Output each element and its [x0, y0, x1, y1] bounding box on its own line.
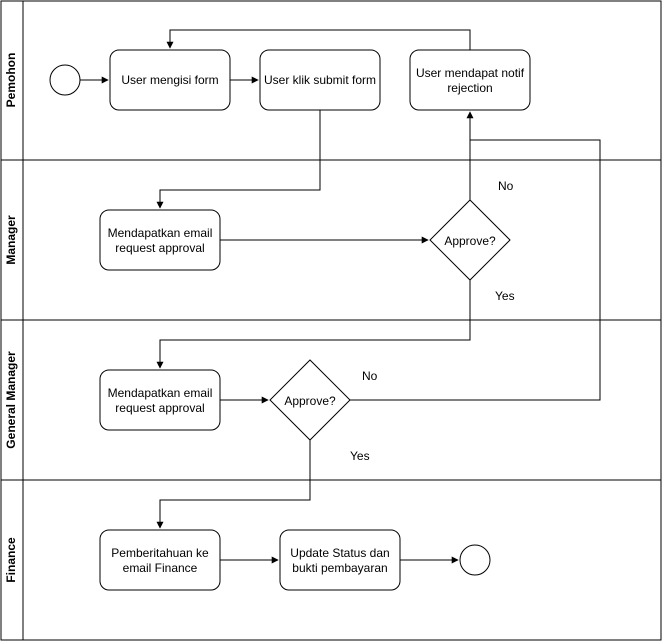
edge-label-mgr-yes: Yes [495, 289, 515, 303]
task-notif-rejection-label-1: User mendapat notif [416, 66, 525, 80]
edge-gm-yes-to-fin-notif [156, 440, 311, 529]
task-fin-update-label-1: Update Status dan [290, 546, 389, 560]
edges [80, 29, 601, 564]
task-submit-form-label: User klik submit form [264, 73, 376, 87]
task-isi-form[interactable]: User mengisi form [109, 49, 231, 111]
gateway-gm-approve-label: Approve? [284, 394, 336, 408]
task-isi-form-label: User mengisi form [121, 73, 218, 87]
lane-label-general-manager: General Manager [4, 351, 18, 449]
edge-gm-no-to-rejection [350, 139, 601, 401]
task-mgr-email[interactable]: Mendapatkan email request approval [99, 209, 221, 271]
task-fin-update-label-2: bukti pembayaran [292, 561, 387, 575]
task-submit-form[interactable]: User klik submit form [259, 49, 381, 111]
task-fin-update[interactable]: Update Status dan bukti pembayaran [279, 529, 401, 591]
edge-mgr-yes-to-gm-email [156, 280, 471, 369]
gateway-mgr-approve[interactable]: Approve? [429, 199, 511, 281]
task-fin-notif-label-1: Pemberitahuan ke [111, 546, 209, 560]
task-gm-email-label-1: Mendapatkan email [108, 386, 213, 400]
edge-label-gm-yes: Yes [350, 449, 370, 463]
lane-label-manager: Manager [4, 215, 18, 265]
task-fin-notif[interactable]: Pemberitahuan ke email Finance [99, 529, 221, 591]
gateway-gm-approve[interactable]: Approve? [269, 359, 351, 441]
lane-label-pemohon: Pemohon [4, 53, 18, 108]
task-notif-rejection[interactable]: User mendapat notif rejection [409, 49, 531, 111]
edge-submit-to-mgr-email [156, 110, 321, 209]
task-gm-email-label-2: request approval [115, 401, 204, 415]
task-gm-email[interactable]: Mendapatkan email request approval [99, 369, 221, 431]
end-event-icon [459, 544, 491, 576]
task-notif-rejection-label-2: rejection [447, 81, 492, 95]
task-mgr-email-label-1: Mendapatkan email [108, 226, 213, 240]
edge-label-gm-no: No [362, 369, 378, 383]
lane-label-finance: Finance [4, 537, 18, 583]
task-mgr-email-label-2: request approval [115, 241, 204, 255]
start-event-icon [49, 64, 81, 96]
task-fin-notif-label-2: email Finance [123, 561, 198, 575]
edge-rejection-to-form [166, 29, 471, 50]
edge-label-mgr-no: No [498, 179, 514, 193]
gateway-mgr-approve-label: Approve? [444, 234, 496, 248]
